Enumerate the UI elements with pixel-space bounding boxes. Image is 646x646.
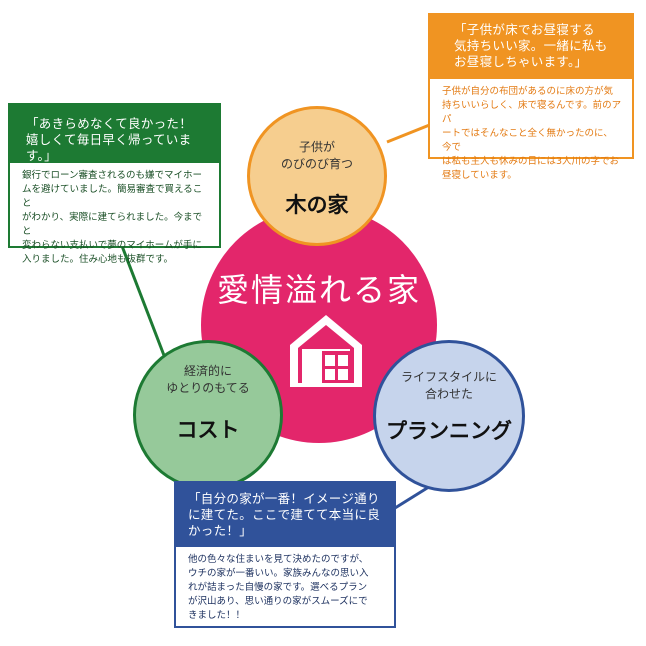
- house-icon: [290, 315, 362, 387]
- heading-line: 「子供が床でお昼寝する: [454, 22, 595, 37]
- body-line: 昼寝しています。: [442, 170, 517, 181]
- heading-line: に建てた。ここで建てて本当に良: [188, 507, 381, 522]
- body-line: 持ちいいらしく、床で寝るんです。前のアパ: [442, 100, 622, 125]
- heading-line: 「あきらめなくて良かった！: [26, 116, 193, 131]
- heading-line: 嬉しくて毎日早く帰っています。」: [26, 132, 192, 163]
- cost-title: コスト: [176, 418, 240, 442]
- connector-cost: [120, 245, 167, 359]
- wood-title: 木の家: [285, 193, 349, 217]
- body-line: 子供が自分の布団があるのに床の方が気: [442, 86, 614, 97]
- planning-circle: ライフスタイルに 合わせた プランニング: [373, 340, 525, 492]
- body-line: がわかり、実際に建てられました。今までと: [22, 212, 203, 237]
- body-line: 入りました。住み心地も抜群です。: [22, 254, 174, 265]
- cost-sub-2: ゆとりのもてる: [166, 381, 250, 395]
- heading-line: 「自分の家が一番！イメージ通り: [188, 491, 380, 506]
- body-line: は私も主人も休みの日には3人川の字でお: [442, 156, 620, 167]
- cost-sub-1: 経済的に: [183, 364, 232, 378]
- body-line: ウチの家が一番いい。家族みんなの思い入: [188, 568, 369, 579]
- body-line: が沢山あり、思い通りの家がスムーズにで: [188, 596, 368, 607]
- body-line: ートではそんなこと全く無かったのに、今で: [442, 128, 613, 153]
- testimonial-planning-body: 他の色々な住まいを見て決めたのですが、 ウチの家が一番いい。家族みんなの思い入 …: [176, 547, 394, 629]
- plan-title: プランニング: [386, 419, 512, 443]
- connector-plan: [394, 483, 433, 510]
- heading-line: お昼寝しちゃいます。」: [454, 54, 588, 69]
- plan-sub-1: ライフスタイルに: [400, 370, 497, 384]
- body-line: 銀行でローン審査されるのも嫌でマイホー: [22, 170, 203, 181]
- connector-wood: [386, 122, 433, 144]
- testimonial-planning: 「自分の家が一番！イメージ通り に建てた。ここで建てて本当に良 かった！」 他の…: [174, 481, 396, 628]
- body-line: 変わらない支払いで夢のマイホームが手に: [22, 240, 202, 251]
- body-line: きました！！: [188, 610, 246, 621]
- testimonial-wood-heading: 「子供が床でお昼寝する 気持ちいい家。一緒に私も お昼寝しちゃいます。」: [430, 15, 632, 79]
- body-line: 他の色々な住まいを見て決めたのですが、: [188, 554, 369, 565]
- heading-line: 気持ちいい家。一緒に私も: [454, 38, 608, 53]
- plan-sub-2: 合わせた: [424, 387, 473, 401]
- testimonial-cost: 「あきらめなくて良かった！ 嬉しくて毎日早く帰っています。」 銀行でローン審査さ…: [8, 103, 221, 265]
- wood-sub-2: のびのび育つ: [280, 157, 353, 171]
- testimonial-cost-heading: 「あきらめなくて良かった！ 嬉しくて毎日早く帰っています。」: [10, 105, 219, 163]
- wood-house-circle: 子供が のびのび育つ 木の家: [247, 106, 387, 246]
- body-line: れが詰まった自慢の家です。選べるプラン: [188, 582, 368, 593]
- testimonial-planning-heading: 「自分の家が一番！イメージ通り に建てた。ここで建てて本当に良 かった！」: [176, 483, 394, 547]
- center-title: 愛情溢れる家: [216, 271, 421, 309]
- testimonial-cost-body: 銀行でローン審査されるのも嫌でマイホー ムを避けていました。簡易審査で買えること…: [10, 163, 219, 273]
- testimonial-wood: 「子供が床でお昼寝する 気持ちいい家。一緒に私も お昼寝しちゃいます。」 子供が…: [428, 13, 634, 181]
- cost-circle: 経済的に ゆとりのもてる コスト: [133, 340, 283, 490]
- wood-sub-1: 子供が: [298, 140, 335, 154]
- heading-line: かった！」: [188, 523, 253, 538]
- body-line: ムを避けていました。簡易審査で買えること: [22, 184, 203, 209]
- testimonial-wood-body: 子供が自分の布団があるのに床の方が気 持ちいいらしく、床で寝るんです。前のアパ …: [430, 79, 632, 189]
